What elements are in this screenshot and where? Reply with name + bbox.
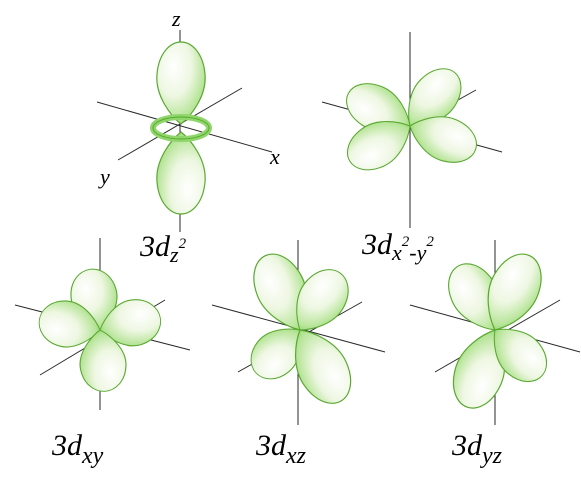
label-sub2: y: [415, 240, 427, 265]
label-d: d: [467, 429, 483, 462]
lobe-up: [156, 41, 206, 125]
label-sub: xy: [81, 443, 104, 469]
label-sup2: 2: [426, 234, 434, 250]
label-prefix: 3: [51, 429, 67, 462]
label-prefix: 3: [451, 429, 467, 462]
label-dx2-y2: 3dx2-y2: [361, 228, 434, 265]
label-sup: 2: [402, 234, 410, 250]
y-axis-label: y: [98, 164, 110, 189]
orbital-dxz: 3dxz: [211, 240, 386, 469]
label-prefix: 3: [361, 228, 377, 261]
label-prefix: 3: [255, 429, 271, 462]
label-sub: z: [169, 242, 179, 267]
label-sub: yz: [480, 443, 503, 469]
label-d: d: [155, 230, 171, 263]
orbital-dyz: 3dyz: [409, 240, 581, 469]
label-sup: 2: [179, 236, 187, 252]
orbital-dx2-y2: 3dx2-y2: [321, 32, 503, 265]
label-dz2: 3dz2: [139, 230, 187, 267]
label-d: d: [377, 228, 393, 261]
label-sub: x: [391, 240, 402, 265]
label-dxz: 3dxz: [255, 429, 307, 469]
orbital-dxy: 3dxy: [14, 238, 191, 469]
x-axis-label: x: [269, 144, 280, 169]
label-prefix: 3: [139, 230, 155, 263]
lobe-down: [156, 131, 206, 215]
orbital-dz2: z x y 3dz2: [96, 6, 280, 267]
y-axis: [117, 87, 243, 161]
label-dyz: 3dyz: [451, 429, 503, 469]
label-dxy: 3dxy: [51, 429, 104, 469]
label-d: d: [271, 429, 287, 462]
x-axis: [96, 101, 273, 153]
label-d: d: [67, 429, 83, 462]
label-dash: -: [409, 240, 416, 265]
label-sub: xz: [285, 443, 307, 469]
torus-ring-outline: [152, 116, 210, 140]
z-axis-label: z: [171, 6, 181, 31]
